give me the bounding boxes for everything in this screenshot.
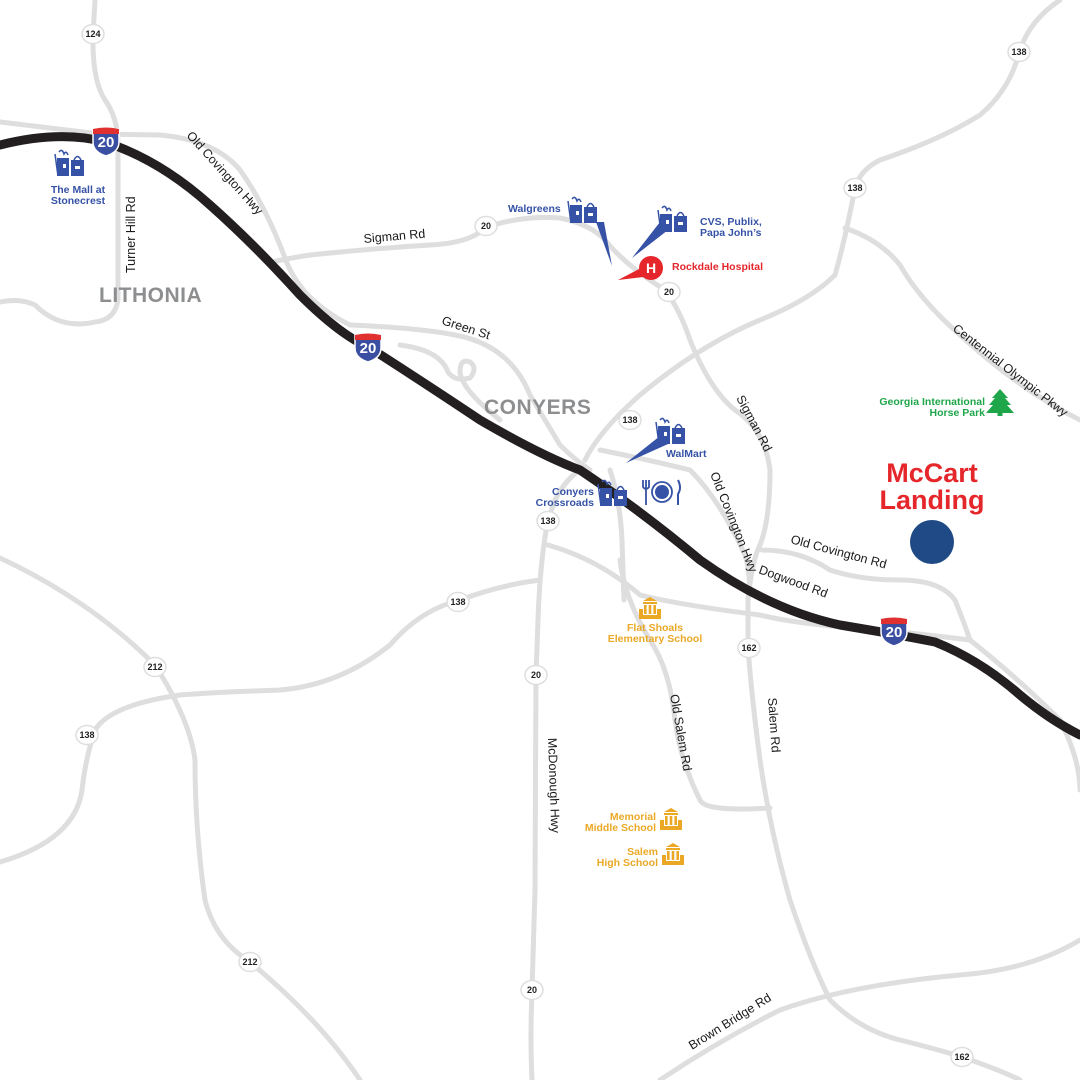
state-shield: 138 — [75, 724, 99, 746]
state-shield: 20 — [474, 215, 498, 237]
interstate-shield: 20 — [354, 332, 382, 363]
site-title-line: Landing — [879, 485, 985, 515]
svg-text:138: 138 — [79, 730, 94, 740]
poi-label-line: Crossroads — [535, 497, 594, 509]
school-icon — [660, 808, 682, 830]
walgreens-pointer-icon — [596, 222, 612, 266]
site-location-marker[interactable] — [910, 520, 954, 564]
cvs-pointer-icon — [632, 222, 668, 258]
state-shield: 124 — [81, 23, 105, 45]
road-label-sigman-rd-east: Sigman Rd — [733, 393, 774, 454]
svg-text:162: 162 — [741, 643, 756, 653]
state-route-shields: 124 138 138 20 20 138 138 138 138 212 20… — [75, 23, 1031, 1068]
road-label-old-covington-rd: Old Covington Rd — [789, 532, 888, 571]
poi-label-line: The Mall at — [50, 184, 106, 196]
site-title-line: McCart — [886, 458, 978, 488]
poi-label-line: CVS, Publix, — [700, 216, 762, 228]
poi-label-line: Salem — [627, 846, 658, 858]
poi-label-mall-at-stonecrest[interactable]: The Mall at Stonecrest — [40, 185, 116, 207]
road-label-turner-hill-rd: Turner Hill Rd — [124, 196, 138, 273]
poi-label-salem-high[interactable]: Salem High School — [580, 847, 658, 869]
svg-text:20: 20 — [481, 221, 491, 231]
poi-label-rockdale-hospital[interactable]: Rockdale Hospital — [672, 262, 763, 273]
shopping-bags-icon — [567, 196, 598, 224]
road-label-dogwood-rd: Dogwood Rd — [757, 563, 830, 601]
svg-text:162: 162 — [954, 1052, 969, 1062]
road-label-old-covington-hwy-se: Old Covington Hwy — [707, 470, 760, 575]
svg-text:20: 20 — [98, 134, 115, 151]
shopping-bags-icon — [54, 149, 85, 177]
road-label-old-salem-rd: Old Salem Rd — [667, 693, 694, 772]
state-shield: 212 — [238, 951, 262, 973]
poi-label-memorial-middle[interactable]: Memorial Middle School — [570, 812, 656, 834]
state-shield: 138 — [536, 510, 560, 532]
state-shield: 138 — [618, 409, 642, 431]
school-icon — [662, 843, 684, 865]
interstate-shield: 20 — [880, 616, 908, 647]
svg-text:138: 138 — [540, 516, 555, 526]
state-shield: 212 — [143, 656, 167, 678]
poi-label-horse-park[interactable]: Georgia International Horse Park — [860, 397, 985, 419]
svg-text:20: 20 — [360, 340, 377, 357]
svg-text:20: 20 — [527, 985, 537, 995]
poi-label-line: WalMart — [666, 448, 707, 460]
road-label-sigman-rd: Sigman Rd — [363, 227, 426, 246]
poi-label-line: Walgreens — [508, 203, 561, 215]
city-label-lithonia: LITHONIA — [99, 284, 203, 307]
svg-text:124: 124 — [85, 29, 100, 39]
road-label-old-covington-hwy: Old Covington Hwy — [184, 129, 266, 218]
state-shield: 20 — [657, 281, 681, 303]
poi-label-walgreens[interactable]: Walgreens — [508, 204, 561, 215]
poi-label-line: Middle School — [584, 822, 656, 834]
road-label-mcdonough-hwy: McDonough Hwy — [545, 738, 562, 834]
state-shield: 20 — [520, 979, 544, 1001]
svg-text:138: 138 — [450, 597, 465, 607]
svg-text:138: 138 — [622, 415, 637, 425]
state-shield: 162 — [950, 1046, 974, 1068]
poi-label-flat-shoals-elementary[interactable]: Flat Shoals Elementary School — [600, 623, 710, 645]
svg-text:20: 20 — [886, 624, 903, 641]
road-label-salem-rd: Salem Rd — [765, 697, 783, 753]
poi-label-cvs-publix[interactable]: CVS, Publix, Papa John’s — [700, 217, 762, 239]
poi-label-line: Stonecrest — [50, 195, 106, 207]
state-shield: 138 — [446, 591, 470, 613]
state-shield: 20 — [524, 664, 548, 686]
city-label-conyers: CONYERS — [484, 396, 592, 419]
dining-icon — [642, 479, 681, 505]
svg-text:20: 20 — [664, 287, 674, 297]
interstate-20 — [0, 132, 1080, 740]
poi-label-line: High School — [596, 857, 658, 869]
poi-label-line: Rockdale Hospital — [672, 261, 764, 273]
svg-text:212: 212 — [147, 662, 162, 672]
poi-label-line: Conyers — [551, 486, 594, 498]
poi-label-line: Memorial — [609, 811, 656, 823]
svg-text:H: H — [646, 260, 656, 276]
interstate-shield: 20 — [92, 126, 120, 157]
poi-label-line: Flat Shoals — [626, 622, 683, 634]
walmart-pointer-icon — [626, 436, 668, 463]
poi-label-line: Georgia International — [879, 396, 985, 408]
tree-icon — [986, 389, 1014, 416]
svg-text:212: 212 — [242, 957, 257, 967]
state-shield: 138 — [1007, 41, 1031, 63]
road-labels: Old Covington Hwy Turner Hill Rd Sigman … — [124, 129, 1071, 1053]
site-title-mccart-landing: McCart Landing — [862, 460, 1002, 514]
svg-text:138: 138 — [847, 183, 862, 193]
svg-text:138: 138 — [1011, 47, 1026, 57]
poi-label-walmart[interactable]: WalMart — [666, 449, 706, 460]
poi-label-line: Horse Park — [929, 407, 985, 419]
poi-label-conyers-crossroads[interactable]: Conyers Crossroads — [520, 487, 594, 509]
poi-label-line: Papa John’s — [700, 227, 762, 239]
poi-label-line: Elementary School — [607, 633, 703, 645]
state-shield: 138 — [843, 177, 867, 199]
state-shield: 162 — [737, 637, 761, 659]
svg-text:20: 20 — [531, 670, 541, 680]
hospital-icon: H — [618, 256, 663, 280]
